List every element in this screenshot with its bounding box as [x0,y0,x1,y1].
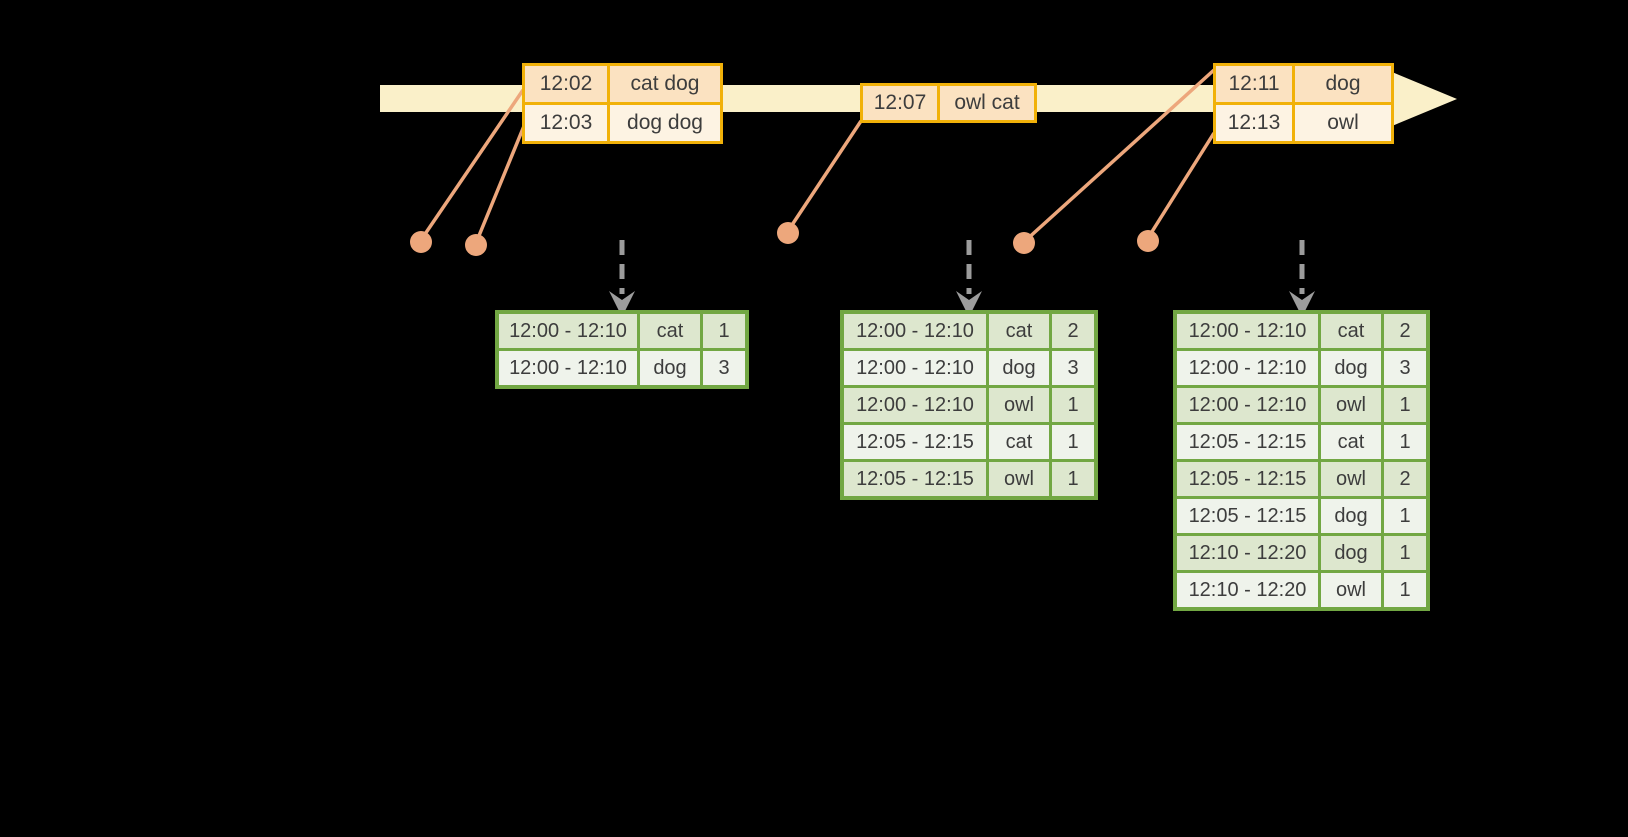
event-row: 12:07 owl cat [863,86,1034,120]
result-window: 12:05 - 12:15 [844,425,986,459]
table-row: 12:05 - 12:15 cat 1 [1177,425,1426,459]
table-row: 12:00 - 12:10 cat 1 [499,314,745,348]
result-word: cat [1321,314,1381,348]
event-time: 12:11 [1216,66,1292,102]
event-dot [410,231,432,253]
result-window: 12:00 - 12:10 [1177,314,1318,348]
table-row: 12:00 - 12:10 dog 3 [844,351,1094,385]
result-word: dog [1321,499,1381,533]
result-word: owl [989,462,1049,496]
table-row: 12:10 - 12:20 owl 1 [1177,573,1426,607]
table-row: 12:00 - 12:10 dog 3 [499,351,745,385]
event-words: cat dog [610,66,720,102]
result-window: 12:10 - 12:20 [1177,536,1318,570]
table-row: 12:05 - 12:15 cat 1 [844,425,1094,459]
result-word: dog [1321,351,1381,385]
result-table-2: 12:00 - 12:10 cat 2 12:00 - 12:10 dog 3 … [840,310,1098,500]
event-time: 12:03 [525,105,607,141]
result-word: cat [1321,425,1381,459]
event-table-2: 12:07 owl cat [860,83,1037,123]
down-arrow-icon [609,240,635,317]
table-row: 12:00 - 12:10 cat 2 [1177,314,1426,348]
result-word: owl [1321,462,1381,496]
event-dot [1137,230,1159,252]
result-count: 1 [1052,388,1094,422]
event-row: 12:02 cat dog [525,66,720,102]
event-time: 12:02 [525,66,607,102]
result-count: 1 [1384,573,1426,607]
result-word: dog [989,351,1049,385]
result-count: 1 [1052,462,1094,496]
result-window: 12:00 - 12:10 [1177,351,1318,385]
table-row: 12:00 - 12:10 cat 2 [844,314,1094,348]
result-count: 1 [703,314,745,348]
result-count: 1 [1384,499,1426,533]
result-count: 2 [1384,462,1426,496]
event-words: dog [1295,66,1391,102]
event-table-1: 12:02 cat dog 12:03 dog dog [522,63,723,144]
result-count: 3 [1052,351,1094,385]
connector-line [786,120,863,232]
result-window: 12:00 - 12:10 [844,388,986,422]
down-arrow-icon [956,240,982,317]
result-count: 2 [1384,314,1426,348]
table-row: 12:05 - 12:15 dog 1 [1177,499,1426,533]
result-window: 12:00 - 12:10 [844,351,986,385]
timeline-arrowhead-icon [1392,72,1457,126]
result-window: 12:05 - 12:15 [1177,462,1318,496]
result-word: dog [640,351,700,385]
event-dot [465,234,487,256]
event-row: 12:03 dog dog [525,105,720,141]
result-word: owl [1321,388,1381,422]
result-window: 12:05 - 12:15 [1177,425,1318,459]
event-time: 12:07 [863,86,937,120]
result-window: 12:00 - 12:10 [499,314,637,348]
result-window: 12:05 - 12:15 [1177,499,1318,533]
result-word: cat [989,314,1049,348]
result-word: cat [640,314,700,348]
event-dot [777,222,799,244]
connector-line [474,125,526,244]
result-count: 2 [1052,314,1094,348]
result-word: cat [989,425,1049,459]
event-row: 12:13 owl [1216,105,1391,141]
table-row: 12:00 - 12:10 dog 3 [1177,351,1426,385]
result-count: 1 [1384,388,1426,422]
connector-line [419,89,525,241]
table-row: 12:00 - 12:10 owl 1 [1177,388,1426,422]
result-word: owl [989,388,1049,422]
connector-line [1146,132,1216,239]
table-row: 12:05 - 12:15 owl 1 [844,462,1094,496]
result-window: 12:00 - 12:10 [844,314,986,348]
table-row: 12:05 - 12:15 owl 2 [1177,462,1426,496]
result-word: owl [1321,573,1381,607]
result-table-3: 12:00 - 12:10 cat 2 12:00 - 12:10 dog 3 … [1173,310,1430,611]
event-words: owl [1295,105,1391,141]
event-row: 12:11 dog [1216,66,1391,102]
result-window: 12:00 - 12:10 [1177,388,1318,422]
down-arrow-icon [1289,240,1315,317]
result-word: dog [1321,536,1381,570]
result-window: 12:10 - 12:20 [1177,573,1318,607]
event-words: owl cat [940,86,1034,120]
event-words: dog dog [610,105,720,141]
result-window: 12:00 - 12:10 [499,351,637,385]
result-table-1: 12:00 - 12:10 cat 1 12:00 - 12:10 dog 3 [495,310,749,389]
result-count: 1 [1384,536,1426,570]
event-table-3: 12:11 dog 12:13 owl [1213,63,1394,144]
result-count: 3 [1384,351,1426,385]
table-row: 12:00 - 12:10 owl 1 [844,388,1094,422]
result-count: 3 [703,351,745,385]
result-count: 1 [1384,425,1426,459]
event-dot [1013,232,1035,254]
result-window: 12:05 - 12:15 [844,462,986,496]
table-row: 12:10 - 12:20 dog 1 [1177,536,1426,570]
result-count: 1 [1052,425,1094,459]
event-time: 12:13 [1216,105,1292,141]
